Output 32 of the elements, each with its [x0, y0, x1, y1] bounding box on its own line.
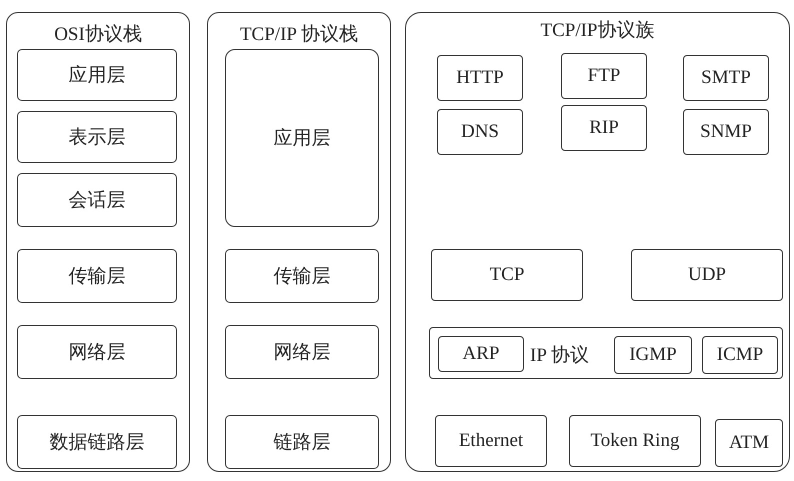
panel-heading: TCP/IP协议族 [539, 19, 656, 43]
protocol-box: SMTP [683, 55, 769, 101]
protocol-box: Token Ring [569, 415, 701, 467]
protocol-box: Ethernet [435, 415, 547, 467]
protocol-band [429, 327, 783, 379]
layer-box: 应用层 [17, 49, 177, 101]
protocol-box: SNMP [683, 109, 769, 155]
protocol-box: ARP [438, 336, 524, 372]
protocol-box: UDP [631, 249, 783, 301]
layer-box: 链路层 [225, 415, 379, 469]
panel-heading: OSI协议栈 [53, 23, 143, 47]
protocol-box: RIP [561, 105, 647, 151]
protocol-box: FTP [561, 53, 647, 99]
panel-heading: TCP/IP 协议栈 [238, 23, 360, 47]
layer-box: 表示层 [17, 111, 177, 163]
stack-panel [207, 12, 391, 472]
protocol-box: HTTP [437, 55, 523, 101]
protocol-box: ATM [715, 419, 783, 467]
layer-box: 传输层 [225, 249, 379, 303]
layer-box: 数据链路层 [17, 415, 177, 469]
protocol-box: IGMP [614, 336, 692, 374]
layer-box: 会话层 [17, 173, 177, 227]
protocol-box: DNS [437, 109, 523, 155]
layer-box: 网络层 [225, 325, 379, 379]
layer-box: 传输层 [17, 249, 177, 303]
protocol-box: TCP [431, 249, 583, 301]
layer-box: 网络层 [17, 325, 177, 379]
panel-heading: IP 协议 [530, 344, 589, 368]
stack-panel [6, 12, 190, 472]
protocol-box: ICMP [702, 336, 778, 374]
protocol-family-panel [405, 12, 790, 472]
layer-box: 应用层 [225, 49, 379, 227]
